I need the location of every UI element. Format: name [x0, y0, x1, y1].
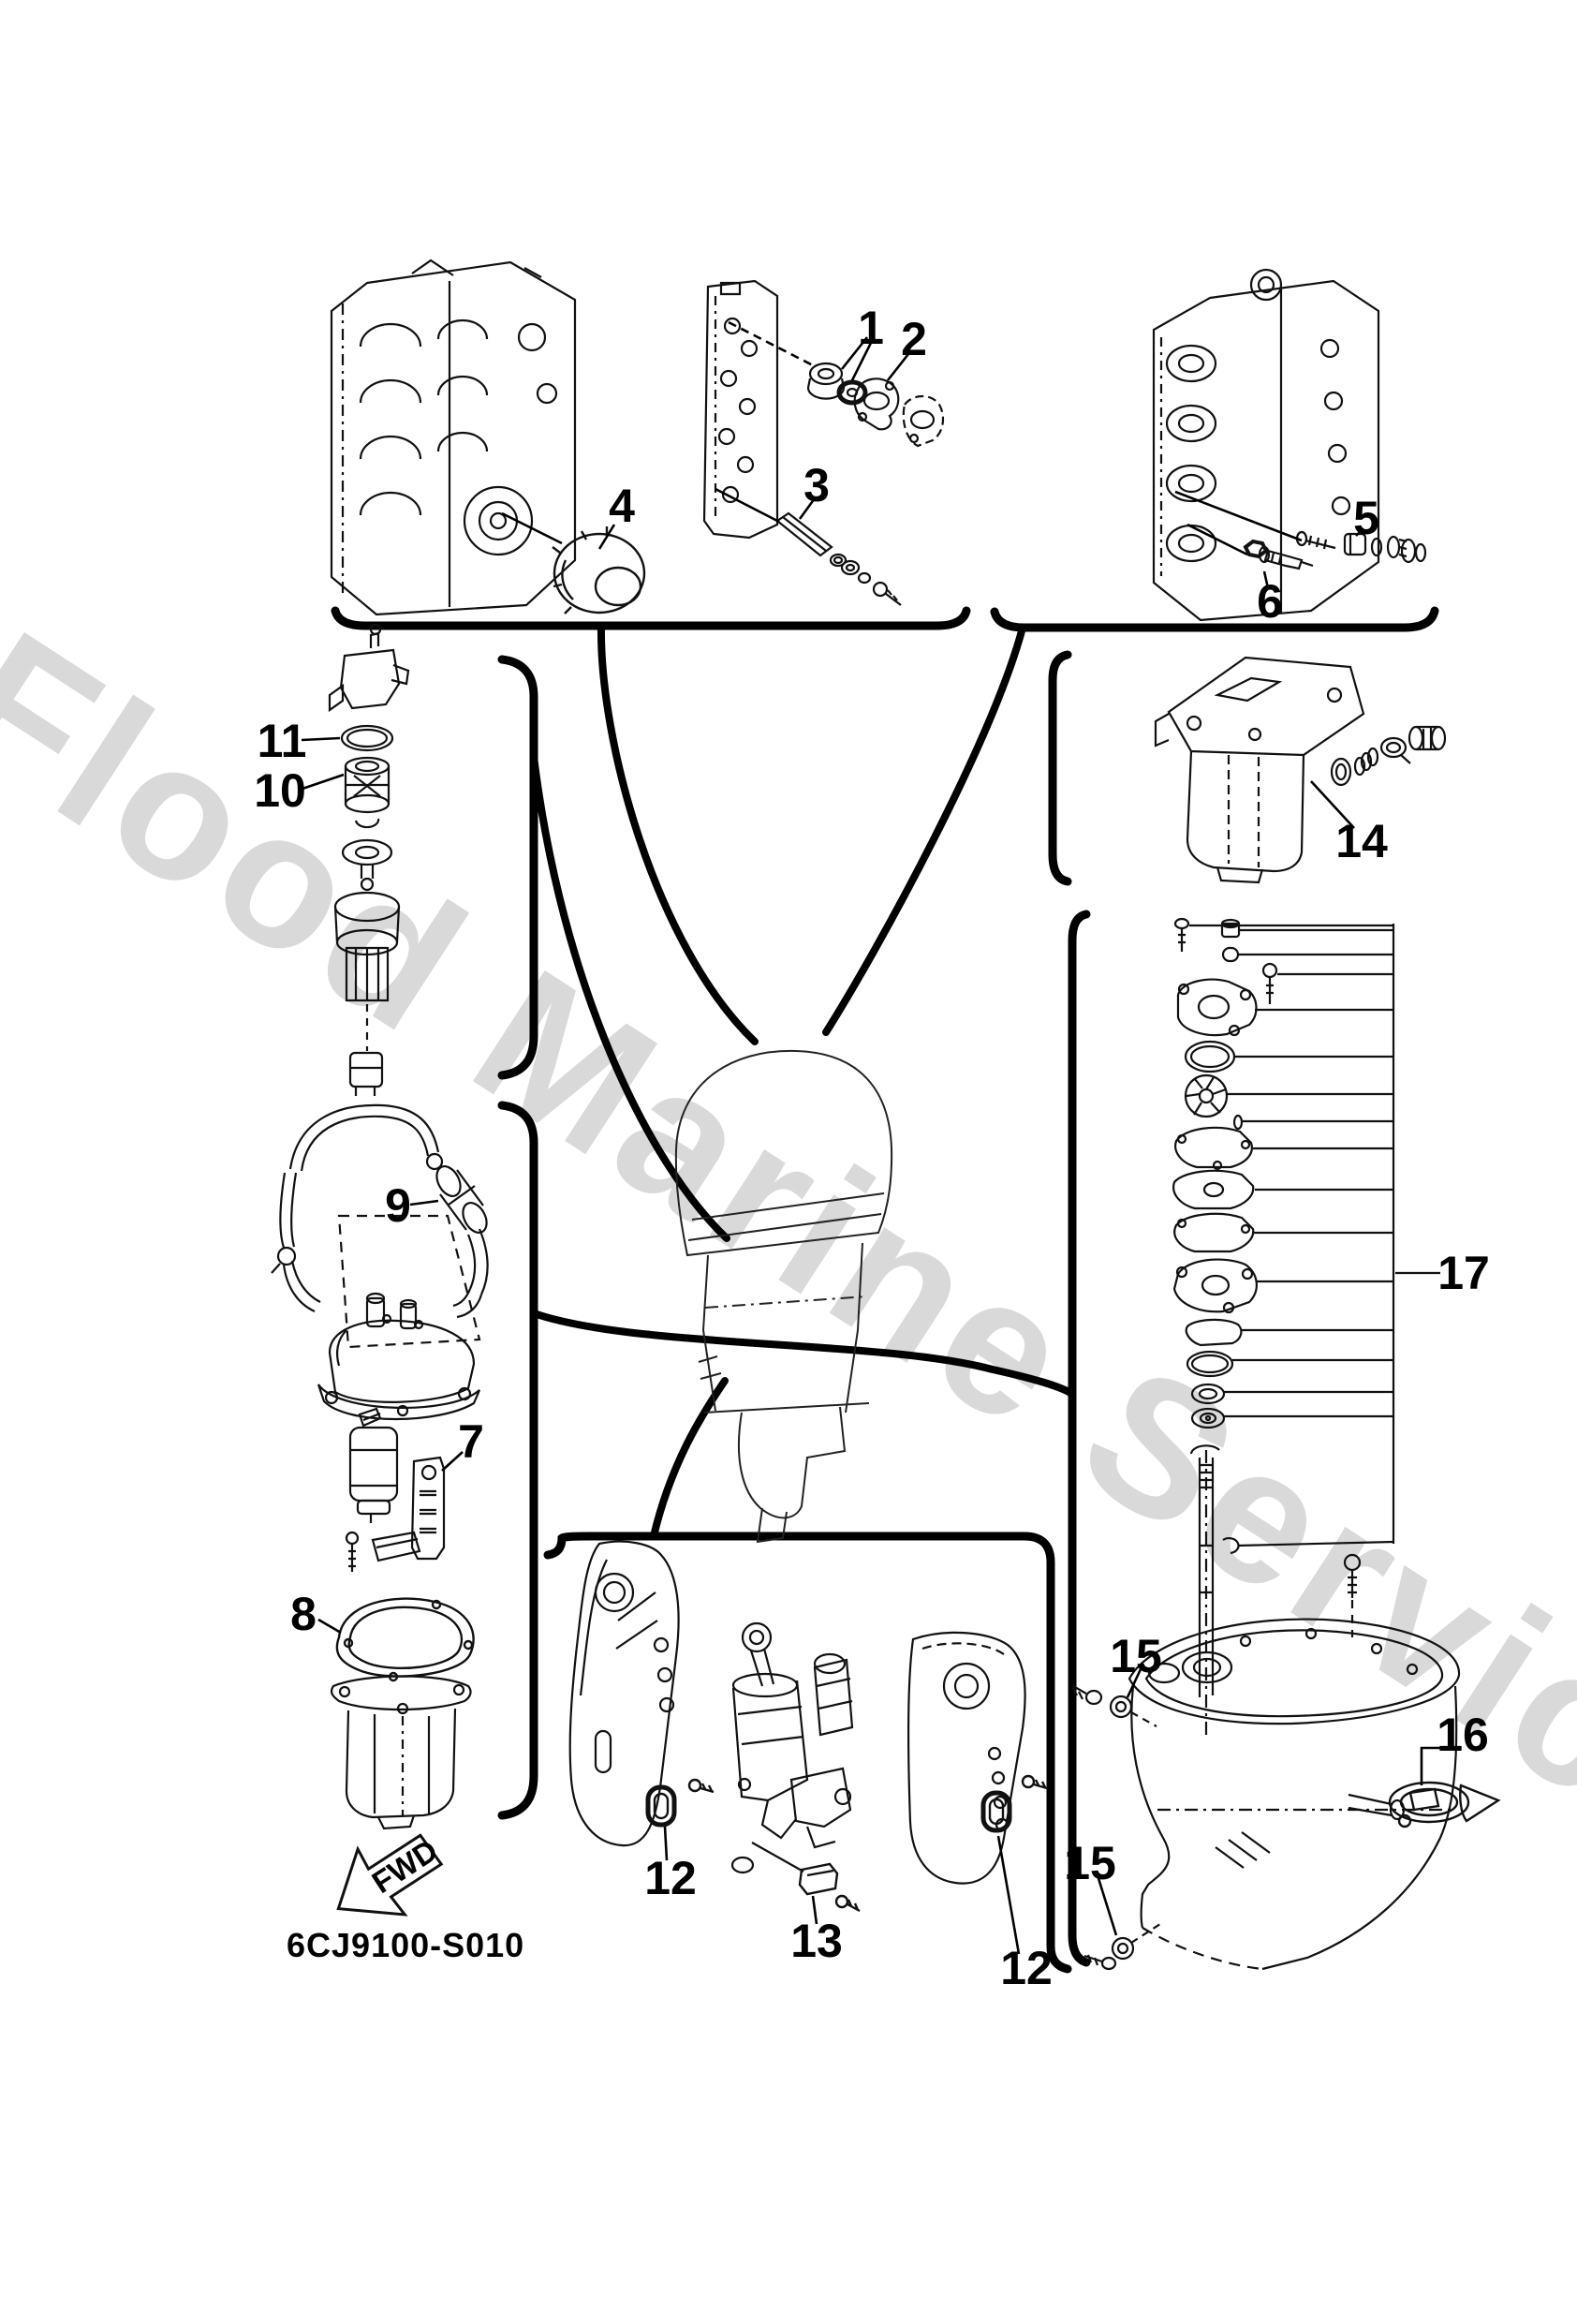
callout-12: 12: [1000, 1942, 1053, 1994]
callout-2: 2: [901, 313, 927, 365]
callout-7: 7: [458, 1415, 484, 1468]
callout-13: 13: [790, 1915, 843, 1967]
callout-17: 17: [1437, 1247, 1490, 1299]
fwd-arrow: FWD: [336, 1832, 444, 1917]
gearcase-drawing: [1072, 1553, 1461, 1971]
lower-casing-drawing: [1154, 656, 1447, 884]
callout-5: 5: [1353, 492, 1379, 544]
water-pump-kit-drawing: [1172, 917, 1440, 1555]
grommet-and-anode-parts: [645, 1774, 1048, 1913]
callout-9: 9: [385, 1179, 411, 1232]
callout-4: 4: [609, 480, 635, 532]
callout-1: 1: [858, 302, 884, 354]
diagram-code: 6CJ9100-S010: [287, 1926, 525, 1964]
outboard-silhouette: [674, 1049, 893, 1544]
fwd-label: FWD: [365, 1832, 443, 1900]
callout-16: 16: [1437, 1709, 1489, 1761]
callout-11: 11: [257, 715, 307, 767]
callout-3: 3: [803, 459, 830, 511]
midsection-drawing: [330, 1675, 472, 1830]
trim-tab-drawing: [1388, 1781, 1501, 1828]
callout-leaders: [299, 320, 1455, 1955]
thermostat-plate-drawing: [702, 279, 779, 540]
tilt-cylinder-drawing: [730, 1621, 854, 1874]
callout-10: 10: [254, 764, 306, 817]
fuel-filter-assembly-drawing: [328, 623, 410, 1096]
callout-15: 15: [1110, 1630, 1162, 1682]
callout-15: 15: [1064, 1837, 1116, 1889]
leader-sweeps: [530, 622, 1076, 1540]
callout-12: 12: [644, 1852, 697, 1904]
clamp-bracket-drawing: [568, 1540, 1026, 1885]
callout-6: 6: [1257, 575, 1283, 628]
spark-plug-drawing: [1243, 530, 1427, 570]
section-borders: [331, 606, 1439, 1974]
driveshaft-drawing: [1189, 1444, 1220, 1739]
pump-gasket-drawing: [335, 1597, 475, 1682]
thermostat-parts-drawing: [775, 362, 945, 606]
callout-14: 14: [1335, 815, 1388, 867]
oil-filter-drawing: [552, 526, 646, 614]
cylinder-head-drawing: [1152, 268, 1380, 622]
fuel-pump-assembly-drawing: [271, 1103, 489, 1572]
engine-block-drawing: [330, 259, 577, 616]
callout-8: 8: [290, 1588, 317, 1640]
